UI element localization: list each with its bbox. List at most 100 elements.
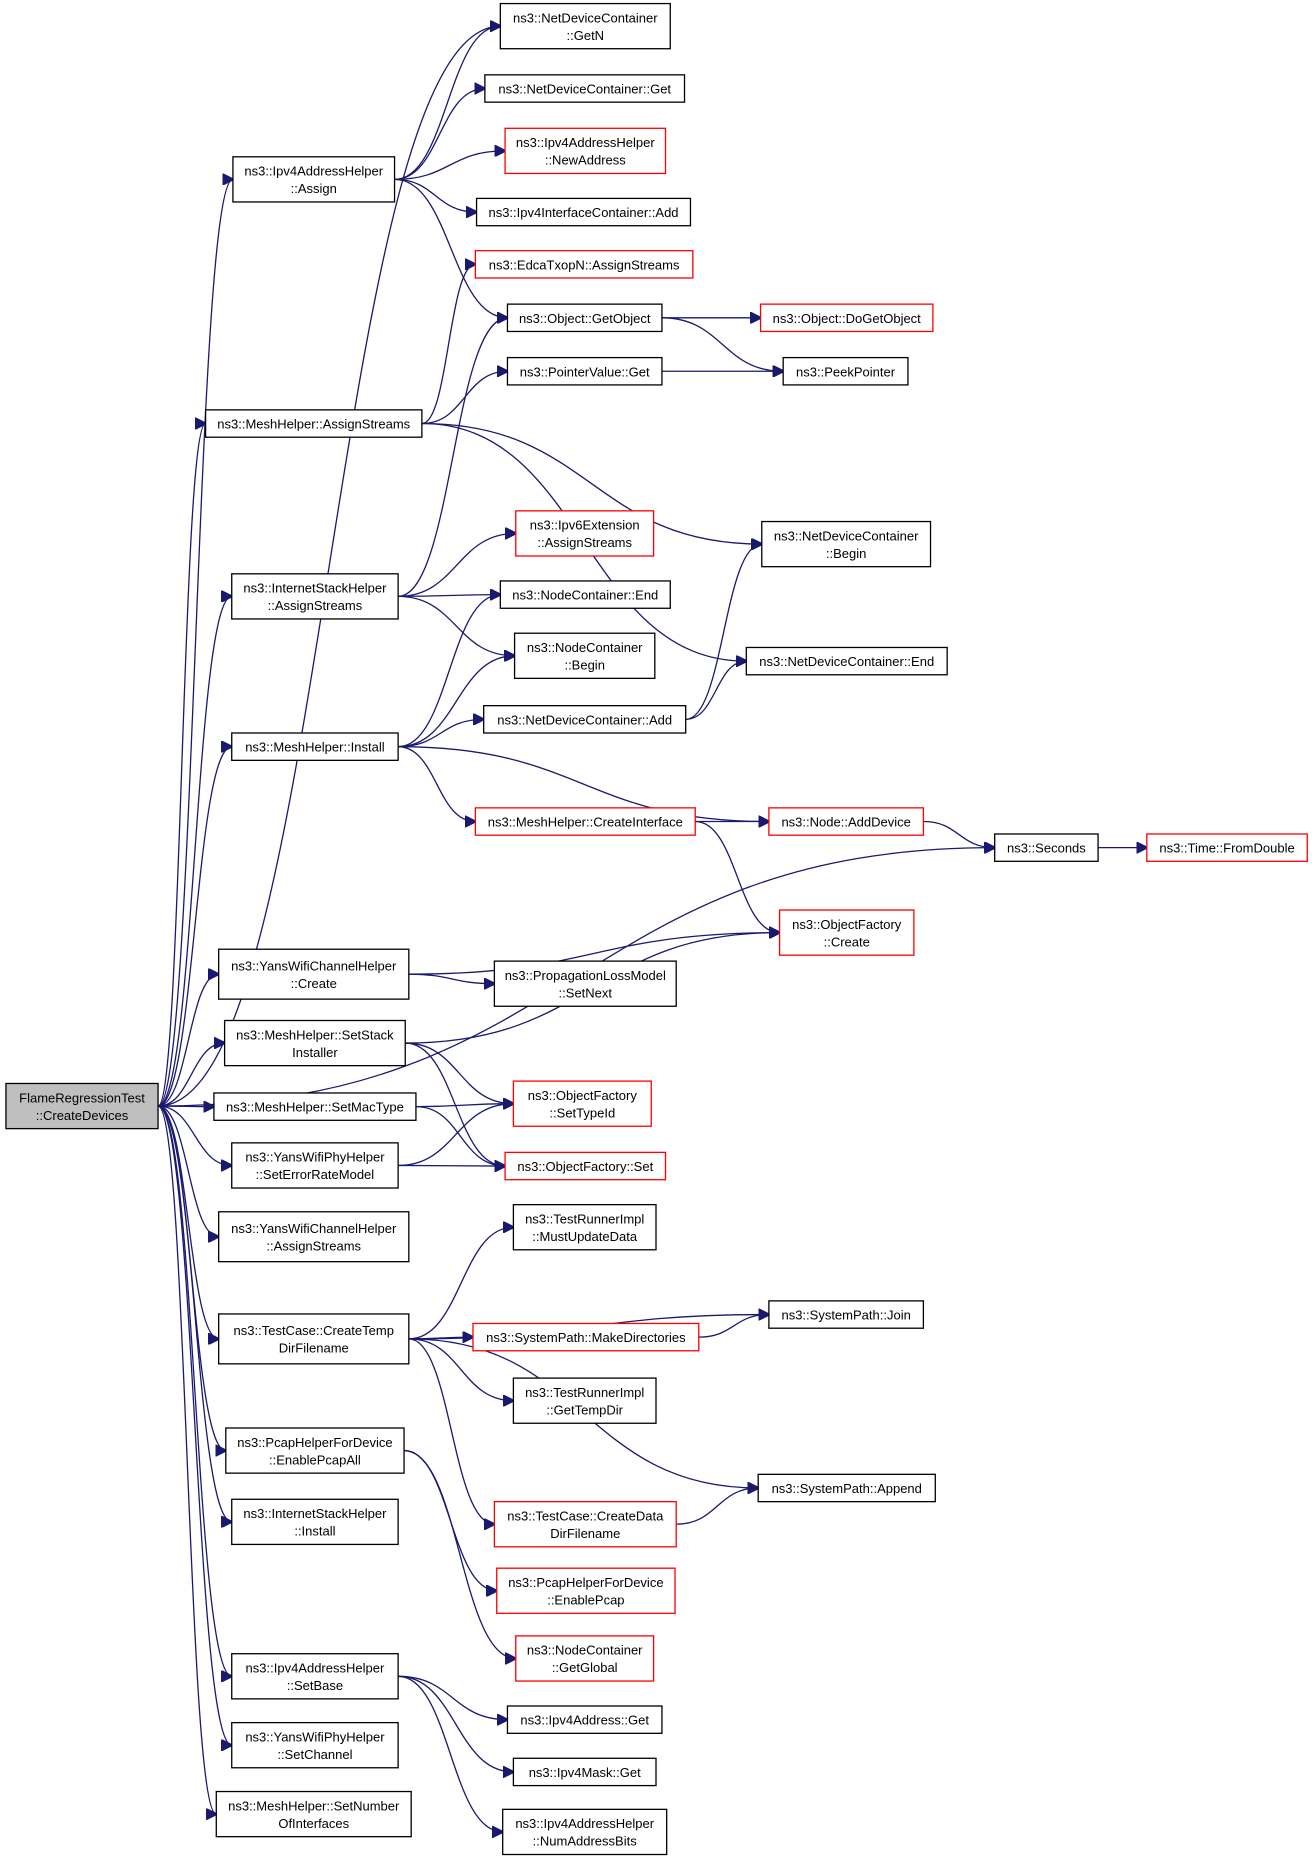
node-label: ns3::Ipv4Address::Get (520, 1713, 649, 1728)
node-label: ::NewAddress (545, 153, 626, 168)
edge-mesh_install-to-node_adddevice (398, 746, 769, 822)
node-box (768, 1300, 925, 1329)
node-box (231, 1142, 399, 1189)
node-label: ns3::ObjectFactory (792, 917, 902, 932)
node-edca_assign[interactable]: ns3::EdcaTxopN::AssignStreams (474, 250, 694, 279)
node-label: ::AssignStreams (268, 598, 363, 613)
node-obj_getobject[interactable]: ns3::Object::GetObject (506, 303, 663, 333)
node-mesh_setmac[interactable]: ns3::MeshHelper::SetMacType (213, 1092, 417, 1121)
node-label: ::SetTypeId (549, 1105, 615, 1120)
node-box (499, 580, 671, 609)
node-ndc_get[interactable]: ns3::NetDeviceContainer::Get (484, 74, 686, 103)
node-label: ns3::TestCase::CreateTemp (234, 1323, 394, 1338)
node-ipv4helper_setbase[interactable]: ns3::Ipv4AddressHelper::SetBase (231, 1653, 399, 1700)
node-node_adddevice[interactable]: ns3::Node::AddDevice (768, 807, 925, 836)
node-box (472, 1322, 700, 1352)
node-label: ::Install (294, 1524, 335, 1539)
node-box (512, 1080, 652, 1127)
node-ndc_add[interactable]: ns3::NetDeviceContainer::Add (483, 705, 687, 734)
node-box (778, 909, 915, 956)
node-peekpointer[interactable]: ns3::PeekPointer (782, 356, 909, 386)
node-ndc_begin[interactable]: ns3::NetDeviceContainer::Begin (761, 520, 932, 568)
node-ndc_end[interactable]: ns3::NetDeviceContainer::End (745, 646, 948, 676)
edge-ipv4helper_setbase-to-ipv4helper_numbits (398, 1675, 503, 1832)
edge-mesh_assignstreams-to-ndc_begin (421, 422, 762, 545)
node-of_settypeid[interactable]: ns3::ObjectFactory::SetTypeId (512, 1080, 652, 1127)
node-ipv4mask_get[interactable]: ns3::Ipv4Mask::Get (512, 1757, 657, 1787)
node-label: ns3::YansWifiChannelHelper (231, 958, 397, 973)
node-box (768, 807, 925, 836)
node-pv_get[interactable]: ns3::PointerValue::Get (506, 356, 663, 386)
node-box (493, 960, 677, 1007)
node-tr_mustupdate[interactable]: ns3::TestRunnerImpl::MustUpdateData (512, 1204, 657, 1251)
node-label: ns3::MeshHelper::SetNumber (228, 1798, 400, 1813)
node-prop_setnext[interactable]: ns3::PropagationLossModel::SetNext (493, 960, 677, 1007)
node-label: ns3::TestCase::CreateData (507, 1508, 664, 1523)
edge-ipv4helper_assign-to-ndc_getn (394, 26, 501, 181)
node-label: ::MustUpdateData (532, 1229, 638, 1244)
node-nc_getglobal[interactable]: ns3::NodeContainer::GetGlobal (515, 1635, 655, 1682)
node-ipv4helper_assign[interactable]: ns3::Ipv4AddressHelper::Assign (232, 156, 396, 203)
node-root[interactable]: FlameRegressionTest::CreateDevices (5, 1082, 159, 1130)
edge-testcase_datadir-to-sp_append (676, 1488, 758, 1525)
node-ipv4ic_add[interactable]: ns3::Ipv4InterfaceContainer::Add (475, 197, 692, 227)
node-box (512, 1377, 657, 1424)
edge-root-to-yanschan_assign (157, 1105, 219, 1237)
node-ipv4helper_newaddr[interactable]: ns3::Ipv4AddressHelper::NewAddress (504, 127, 667, 175)
node-time_fromdouble[interactable]: ns3::Time::FromDouble (1146, 833, 1308, 862)
node-box (484, 74, 686, 103)
node-ipv6ext_assign[interactable]: ns3::Ipv6Extension::AssignStreams (515, 510, 655, 557)
edge-testcase_tmpdir-to-tr_mustupdate (408, 1227, 514, 1340)
edge-inet_assignstreams-to-nc_begin (398, 595, 514, 655)
node-pcap_all[interactable]: ns3::PcapHelperForDevice::EnablePcapAll (225, 1427, 405, 1474)
node-mesh_assignstreams[interactable]: ns3::MeshHelper::AssignStreams (204, 409, 423, 438)
node-label: ns3::ObjectFactory (528, 1088, 638, 1103)
node-yansphy_setchan[interactable]: ns3::YansWifiPhyHelper::SetChannel (231, 1721, 399, 1769)
node-label: ns3::NetDeviceContainer::Get (498, 82, 671, 97)
node-mesh_createif[interactable]: ns3::MeshHelper::CreateInterface (474, 807, 696, 836)
node-label: Installer (292, 1045, 338, 1060)
node-label: ns3::Ipv4InterfaceContainer::Add (488, 205, 678, 220)
node-mesh_install[interactable]: ns3::MeshHelper::Install (231, 732, 399, 761)
node-yanschan_create[interactable]: ns3::YansWifiChannelHelper::Create (218, 948, 410, 1000)
node-nc_end[interactable]: ns3::NodeContainer::End (499, 580, 671, 609)
node-nc_begin[interactable]: ns3::NodeContainer::Begin (513, 632, 656, 680)
edge-inet_assignstreams-to-obj_getobject (398, 318, 507, 598)
node-inet_assignstreams[interactable]: ns3::InternetStackHelper::AssignStreams (231, 573, 399, 620)
edge-mesh_setmac-to-of_set (415, 1105, 505, 1166)
node-sp_append[interactable]: ns3::SystemPath::Append (757, 1473, 936, 1503)
node-box (745, 646, 948, 676)
node-inet_install[interactable]: ns3::InternetStackHelper::Install (231, 1498, 399, 1546)
edge-mesh_install-to-mesh_createif (398, 746, 475, 822)
edge-yansphy_seterr-to-of_settypeid (398, 1104, 513, 1167)
node-label: OfInterfaces (278, 1816, 349, 1831)
node-box (493, 1501, 677, 1548)
node-box (223, 1019, 406, 1067)
node-box (213, 1092, 417, 1121)
node-box (506, 303, 663, 333)
node-yanschan_assign[interactable]: ns3::YansWifiChannelHelper::AssignStream… (218, 1211, 410, 1263)
node-sp_join[interactable]: ns3::SystemPath::Join (768, 1300, 925, 1329)
node-label: ns3::SystemPath::Join (781, 1308, 910, 1323)
edge-mesh_setstack-to-of_set (405, 1042, 505, 1166)
node-box (483, 705, 687, 734)
node-pcap_enable[interactable]: ns3::PcapHelperForDevice::EnablePcap (496, 1567, 676, 1614)
node-label: DirFilename (550, 1526, 620, 1541)
node-seconds[interactable]: ns3::Seconds (994, 833, 1099, 862)
node-box (474, 250, 694, 279)
node-sp_makedirs[interactable]: ns3::SystemPath::MakeDirectories (472, 1322, 700, 1352)
node-label: ::GetTempDir (546, 1402, 623, 1417)
node-label: ns3::PcapHelperForDevice (237, 1435, 392, 1450)
node-obj_dogetobject[interactable]: ns3::Object::DoGetObject (759, 303, 934, 333)
node-yansphy_seterr[interactable]: ns3::YansWifiPhyHelper::SetErrorRateMode… (231, 1142, 399, 1189)
node-tr_gettemp[interactable]: ns3::TestRunnerImpl::GetTempDir (512, 1377, 657, 1424)
node-ipv4helper_numbits[interactable]: ns3::Ipv4AddressHelper::NumAddressBits (502, 1808, 668, 1856)
node-of_set[interactable]: ns3::ObjectFactory::Set (504, 1151, 667, 1181)
node-ipv4addr_get[interactable]: ns3::Ipv4Address::Get (506, 1705, 663, 1734)
node-ndc_getn[interactable]: ns3::NetDeviceContainer::GetN (499, 2, 671, 50)
node-of_create[interactable]: ns3::ObjectFactory::Create (778, 909, 915, 956)
